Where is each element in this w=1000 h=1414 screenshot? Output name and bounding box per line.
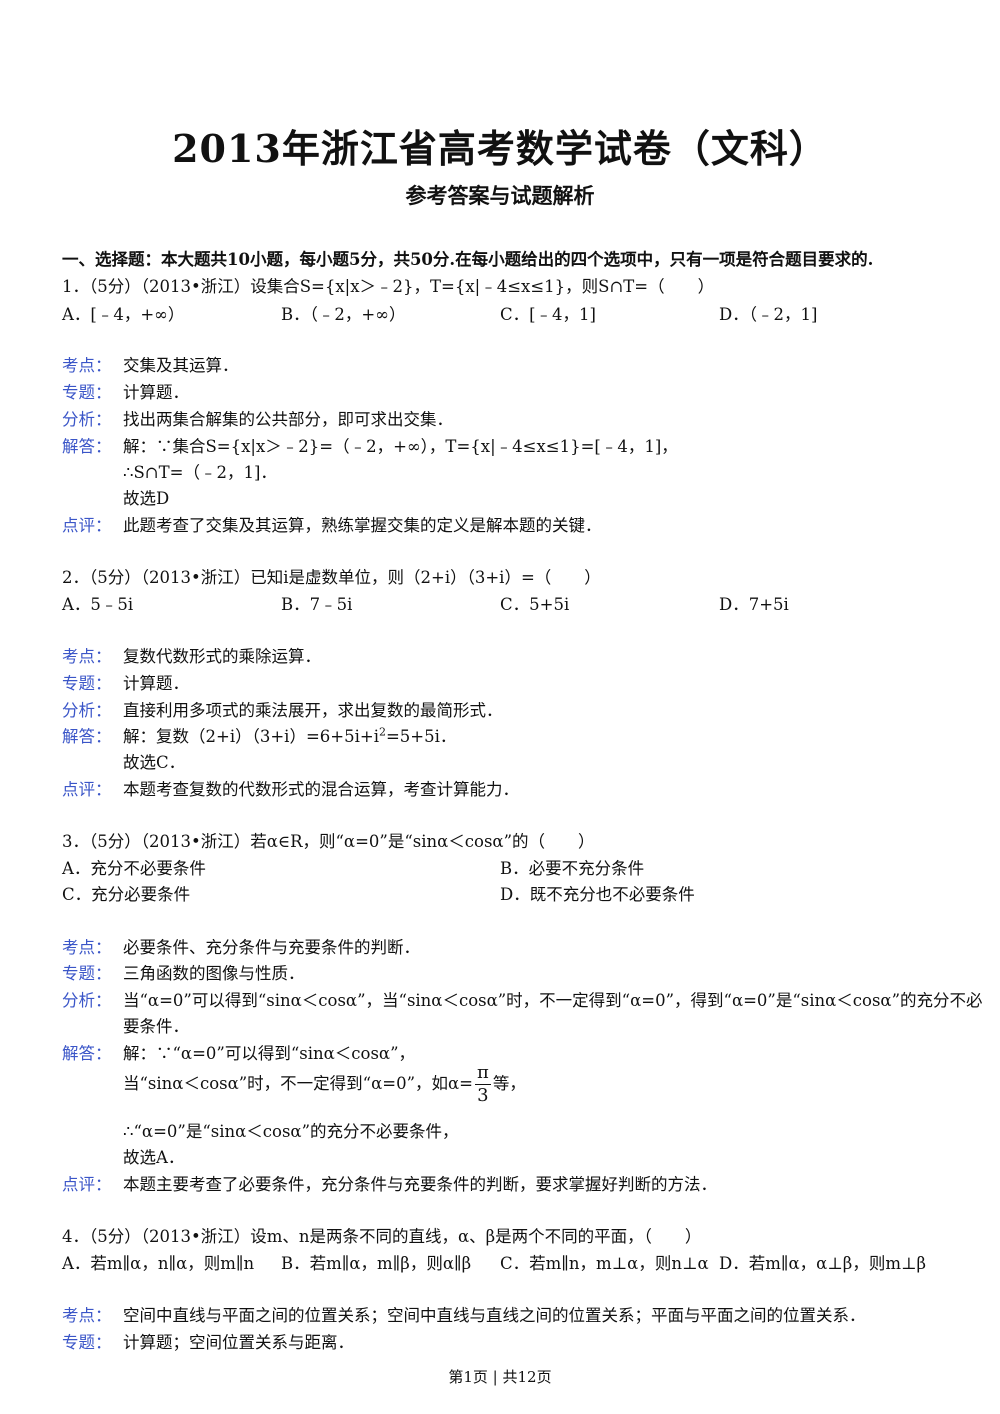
question-3-fenxi-line: 要条件． [123, 1017, 189, 1036]
jieda-label: 解答： [62, 1044, 112, 1063]
jieda-label: 解答： [62, 727, 112, 746]
question-4-option-b: B．若m∥α，m∥β，则α∥β [281, 1254, 472, 1273]
question-4-zhuanti: 计算题；空间位置关系与距离． [123, 1333, 354, 1352]
question-3-option-b: B．必要不充分条件 [500, 859, 645, 878]
question-2-jieda: 解：复数（2+i）（3+i）=6+5i+i2=5+5i． [123, 723, 456, 747]
question-1-jieda-line: 故选D [123, 489, 170, 508]
question-3-jieda-line: 故选A． [123, 1148, 185, 1167]
question-1-jieda-line: ∴S∩T=（﹣2，1]． [123, 463, 277, 482]
question-1-option-a: A．[﹣4，+∞） [62, 305, 185, 324]
question-1-option-b: B．（﹣2，+∞） [281, 305, 406, 324]
question-2-stem: 2．（5分）（2013•浙江）已知i是虚数单位，则（2+i）（3+i）=（ ） [62, 568, 601, 587]
page-footer: 第1页 | 共12页 [448, 1368, 552, 1386]
zhuanti-label: 专题： [62, 383, 112, 402]
question-1-jieda-line: 解：∵集合S={x|x＞﹣2}=（﹣2，+∞），T={x|﹣4≤x≤1}=[﹣4… [123, 437, 678, 456]
question-2-jieda-line: 故选C． [123, 753, 186, 772]
question-1-stem: 1．（5分）（2013•浙江）设集合S={x|x＞﹣2}，T={x|﹣4≤x≤1… [62, 277, 715, 296]
kaodian-label: 考点： [62, 938, 112, 957]
fraction-numerator: π [474, 1062, 491, 1085]
question-4-stem: 4．（5分）（2013•浙江）设m、n是两条不同的直线，α、β是两个不同的平面，… [62, 1227, 702, 1246]
question-1-kaodian: 交集及其运算． [123, 356, 239, 375]
question-3-fenxi-line: 当“α=0”可以得到“sinα＜cosα”，当“sinα＜cosα”时，不一定得… [123, 991, 983, 1010]
question-1-zhuanti: 计算题． [123, 383, 189, 402]
section-heading: 一、选择题：本大题共10小题，每小题5分，共50分.在每小题给出的四个选项中，只… [62, 250, 874, 269]
question-4-kaodian: 空间中直线与平面之间的位置关系；空间中直线与直线之间的位置关系；平面与平面之间的… [123, 1306, 866, 1325]
question-2-option-c: C．5+5i [500, 595, 570, 614]
question-2-option-d: D．7+5i [719, 595, 789, 614]
subtitle: 参考答案与试题解析 [405, 183, 595, 208]
question-1-option-c: C．[﹣4，1] [500, 305, 596, 324]
jieda-label: 解答： [62, 437, 112, 456]
page-title: 2013年浙江省高考数学试卷（文科） [172, 126, 828, 171]
dianping-label: 点评： [62, 780, 112, 799]
kaodian-label: 考点： [62, 1306, 112, 1325]
question-3-option-a: A．充分不必要条件 [62, 859, 206, 878]
kaodian-label: 考点： [62, 647, 112, 666]
zhuanti-label: 专题： [62, 964, 112, 983]
question-1-option-d: D．（﹣2，1] [719, 305, 818, 324]
question-3-jieda-line: 解：∵“α=0”可以得到“sinα＜cosα”， [123, 1044, 416, 1063]
question-3-jieda-line: ∴“α=0”是“sinα＜cosα”的充分不必要条件， [123, 1122, 459, 1141]
zhuanti-label: 专题： [62, 1333, 112, 1352]
fenxi-label: 分析： [62, 991, 112, 1010]
fenxi-label: 分析： [62, 701, 112, 720]
question-1-dianping: 此题考查了交集及其运算，熟练掌握交集的定义是解本题的关键． [123, 516, 602, 535]
question-3-stem: 3．（5分）（2013•浙江）若α∈R，则“α=0”是“sinα＜cosα”的（… [62, 832, 595, 851]
fenxi-label: 分析： [62, 410, 112, 429]
jieda-text: 等， [492, 1074, 526, 1093]
jieda-text: 当“sinα＜cosα”时，不一定得到“α=0”，如α= [123, 1074, 473, 1093]
question-2-kaodian: 复数代数形式的乘除运算． [123, 647, 321, 666]
zhuanti-label: 专题： [62, 674, 112, 693]
question-2-fenxi: 直接利用多项式的乘法展开，求出复数的最简形式． [123, 701, 503, 720]
question-2-option-b: B．7﹣5i [281, 595, 353, 614]
dianping-label: 点评： [62, 516, 112, 535]
kaodian-label: 考点： [62, 356, 112, 375]
jieda-text: =5+5i． [385, 727, 457, 746]
question-3-kaodian: 必要条件、充分条件与充要条件的判断． [123, 938, 420, 957]
question-2-option-a: A．5﹣5i [62, 595, 134, 614]
question-4-option-d: D．若m∥α，α⊥β，则m⊥β [719, 1254, 927, 1273]
question-2-zhuanti: 计算题． [123, 674, 189, 693]
question-3-dianping: 本题主要考查了必要条件，充分条件与充要条件的判断，要求掌握好判断的方法． [123, 1175, 717, 1194]
question-3-option-c: C．充分必要条件 [62, 885, 191, 904]
question-4-option-c: C．若m∥n，m⊥α，则n⊥α [500, 1254, 709, 1273]
exponent: 2 [378, 725, 386, 739]
question-2-dianping: 本题考查复数的代数形式的混合运算，考查计算能力． [123, 780, 519, 799]
jieda-text: 解：复数（2+i）（3+i）=6+5i+i [123, 727, 379, 746]
fraction-denominator: 3 [477, 1085, 489, 1106]
dianping-label: 点评： [62, 1175, 112, 1194]
question-3-option-d: D．既不充分也不必要条件 [500, 885, 695, 904]
question-4-option-a: A．若m∥α，n∥α，则m∥n [62, 1254, 255, 1273]
question-3-zhuanti: 三角函数的图像与性质． [123, 964, 305, 983]
question-1-fenxi: 找出两集合解集的公共部分，即可求出交集． [123, 410, 453, 429]
